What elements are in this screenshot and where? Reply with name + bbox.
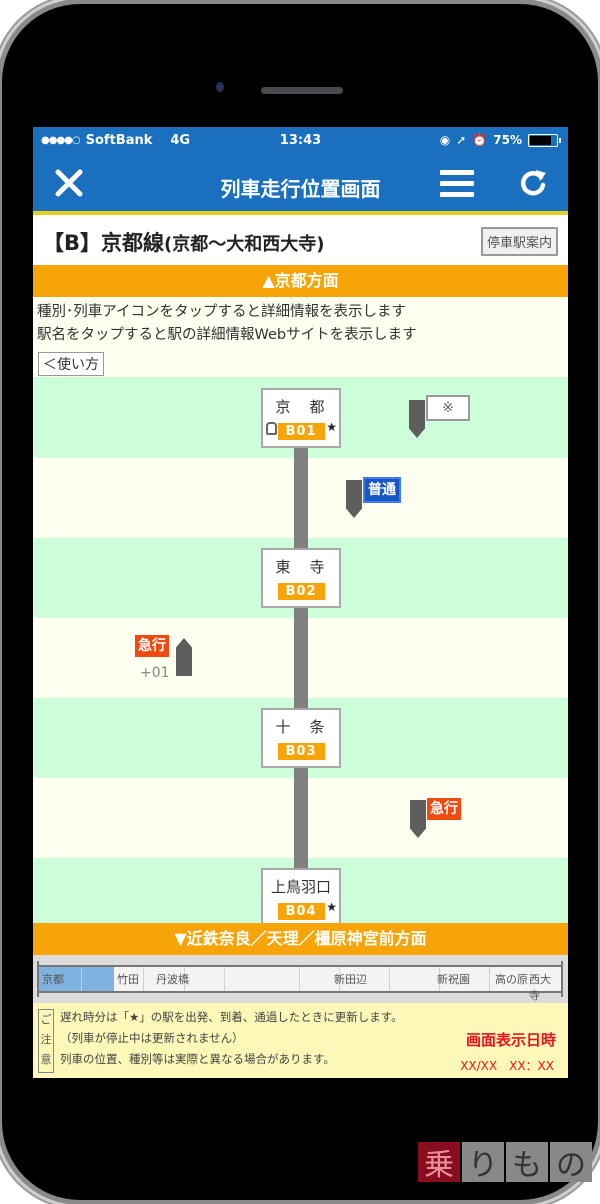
notice-tag-char: 注 xyxy=(40,1033,52,1046)
station-name: 十 条 xyxy=(275,718,327,736)
clock: 13:43 xyxy=(279,133,322,148)
minimap-label: 新祝園 xyxy=(437,973,470,986)
minimap-tick xyxy=(184,967,185,991)
signal-strength-icon: ●●●●○ xyxy=(41,135,81,146)
alarm-icon: ⏰ xyxy=(472,133,488,147)
train-icon-down[interactable] xyxy=(409,400,425,438)
train-icon-down[interactable] xyxy=(346,480,362,518)
notice-panel: ご 注 意 遅れ時分は「★」の駅を出発、到着、通過したときに更新します。 （列車… xyxy=(33,1003,568,1078)
close-icon[interactable] xyxy=(53,167,85,199)
minimap-end-cap xyxy=(561,961,563,997)
minimap-start-cap xyxy=(37,961,39,997)
watermark-char: 乗 xyxy=(418,1142,460,1183)
star-icon: ★ xyxy=(326,420,337,434)
carrier-name: SoftBank xyxy=(85,133,153,148)
minimap-label: 竹田 xyxy=(117,973,139,986)
network-type: 4G xyxy=(170,133,191,148)
refresh-icon[interactable] xyxy=(517,167,549,199)
battery-percent: 75% xyxy=(493,133,522,147)
notice-tag-char: 意 xyxy=(40,1053,52,1066)
minimap-label: 京都 xyxy=(42,973,64,986)
notice-line-3: 列車の位置、種別等は実際と異なる場合があります。 xyxy=(60,1052,335,1066)
station-code: B03 xyxy=(277,743,325,760)
battery-icon xyxy=(528,133,561,147)
help-line-1: 種別･列車アイコンをタップすると詳細情報を表示します xyxy=(37,304,407,320)
train-icon xyxy=(266,422,277,435)
train-type-badge[interactable]: 急行 xyxy=(135,635,169,657)
station-name: 京 都 xyxy=(275,398,327,416)
status-bar: ●●●●○ SoftBank 4G 13:43 ◉ ➚ ⏰ 75% xyxy=(33,127,568,157)
station-code: B01 xyxy=(277,423,325,440)
minimap-tick xyxy=(489,967,490,991)
help-line-2: 駅名をタップすると駅の詳細情報Webサイトを表示します xyxy=(37,327,417,343)
notice-tag-char: ご xyxy=(40,1013,52,1026)
station-kamitobaguchi[interactable]: 上鳥羽口 B04 ★ xyxy=(261,868,341,928)
help-text: 種別･列車アイコンをタップすると詳細情報を表示します 駅名をタップすると駅の詳細… xyxy=(37,301,417,347)
line-name: 京都線 xyxy=(101,231,165,255)
page-title: 列車走行位置画面 xyxy=(220,177,381,201)
minimap-tick xyxy=(81,967,82,991)
watermark-logo: 乗 り も の xyxy=(418,1142,594,1183)
notice-tag: ご 注 意 xyxy=(38,1009,54,1073)
station-code: B04 xyxy=(277,903,325,920)
train-type-badge[interactable]: 急行 xyxy=(427,798,461,820)
minimap-tick xyxy=(224,967,225,991)
help-area xyxy=(33,297,568,377)
watermark-char: の xyxy=(550,1142,592,1183)
lock-rotation-icon: ◉ xyxy=(439,133,451,147)
minimap-tick xyxy=(389,967,390,991)
line-badge: 【B】 xyxy=(43,231,102,255)
delay-minutes: +01 xyxy=(140,665,170,681)
minimap-tick xyxy=(439,967,440,991)
minimap-tick xyxy=(143,967,144,991)
line-header: 【B】京都線(京都〜大和西大寺) 停車駅案内 xyxy=(33,215,568,265)
train-type-badge[interactable]: 普通 xyxy=(363,477,401,503)
minimap-label: 新田辺 xyxy=(334,973,367,986)
line-title: 【B】京都線(京都〜大和西大寺) xyxy=(43,227,324,257)
watermark-char: り xyxy=(462,1142,504,1183)
minimap-track[interactable]: 京都 竹田 丹波橋 新田辺 新祝園 高の原 西大寺 xyxy=(37,961,563,1002)
display-time-label: 画面表示日時 xyxy=(465,1031,556,1049)
track-line xyxy=(294,447,308,897)
station-toji[interactable]: 東 寺 B02 xyxy=(261,548,341,608)
notice-text: 遅れ時分は「★」の駅を出発、到着、通過したときに更新します。 （列車が停止中は更… xyxy=(60,1007,403,1070)
station-code: B02 xyxy=(277,583,325,600)
line-range: (京都〜大和西大寺) xyxy=(164,234,325,255)
direction-down-bar: ▼近鉄奈良／天理／橿原神宮前方面 xyxy=(33,923,568,955)
front-camera xyxy=(216,82,224,92)
minimap-label: 高の原 xyxy=(495,973,528,986)
station-kyoto[interactable]: 京 都 B01 ★ xyxy=(261,388,341,448)
usage-button[interactable]: ＜使い方 xyxy=(38,352,104,376)
watermark-char: も xyxy=(506,1142,548,1183)
app-screen: ●●●●○ SoftBank 4G 13:43 ◉ ➚ ⏰ 75% 列車走行位置… xyxy=(33,127,568,1078)
stop-guide-button[interactable]: 停車駅案内 xyxy=(480,227,558,256)
nav-bar: 列車走行位置画面 xyxy=(33,157,568,215)
train-icon-down[interactable] xyxy=(410,800,426,838)
train-icon-up[interactable] xyxy=(176,638,192,676)
station-name: 東 寺 xyxy=(275,558,327,576)
hamburger-menu-icon[interactable] xyxy=(440,170,474,198)
star-icon: ★ xyxy=(326,900,337,914)
direction-up-bar: ▲京都方面 xyxy=(33,265,568,297)
station-jujo[interactable]: 十 条 B03 xyxy=(261,708,341,768)
display-time-value: XX/XX XX：XX xyxy=(460,1059,554,1073)
minimap-viewport[interactable] xyxy=(39,967,114,991)
minimap-tick xyxy=(339,967,340,991)
notice-line-2: （列車が停止中は更新されません） xyxy=(60,1031,244,1045)
station-name: 上鳥羽口 xyxy=(270,878,331,896)
location-arrow-icon: ➚ xyxy=(456,133,467,147)
minimap-label: 西大寺 xyxy=(529,973,551,1002)
earpiece-speaker xyxy=(261,87,343,94)
minimap-label: 丹波橋 xyxy=(156,973,189,986)
notice-line-1: 遅れ時分は「★」の駅を出発、到着、通過したときに更新します。 xyxy=(60,1010,403,1024)
minimap-tick xyxy=(299,967,300,991)
route-minimap[interactable]: 京都 竹田 丹波橋 新田辺 新祝園 高の原 西大寺 xyxy=(33,955,568,1003)
train-type-badge[interactable]: ※ xyxy=(426,395,470,421)
